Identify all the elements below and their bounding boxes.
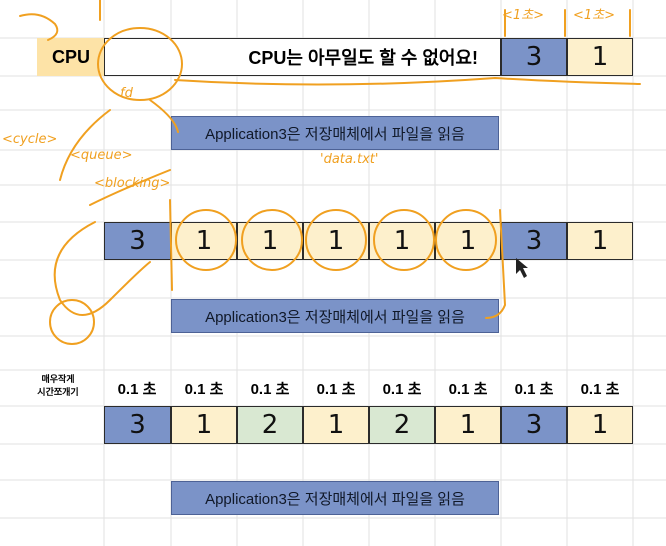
annotation-file: 'data.txt' [320,152,379,167]
row2-cell: 3 [501,222,567,260]
row3-cell: 1 [303,406,369,444]
row1-cell-app1: 1 [567,38,633,76]
annotation-fd: fd [120,86,133,101]
cpu-label: CPU [37,38,105,76]
time-slicing-label: 매우작게 시간쪼개기 [18,374,98,400]
application-note-1: Application3은 저장매체에서 파일을 읽음 [171,116,499,150]
time-tick: 0.1 초 [580,381,620,398]
time-slicing-label-line1: 매우작게 [41,375,75,385]
cpu-idle-message: CPU는 아무일도 할 수 없어요! [104,38,501,76]
annotation-seconds-2: <1초> [573,8,616,23]
row3-cell: 2 [237,406,303,444]
time-tick: 0.1 초 [316,381,356,398]
row3-cell: 3 [501,406,567,444]
application-note-3: Application3은 저장매체에서 파일을 읽음 [171,481,499,515]
row2-cell: 1 [303,222,369,260]
row2-cell: 3 [104,222,171,260]
row3-cell: 1 [435,406,501,444]
row2-cell: 1 [171,222,237,260]
application-note-2: Application3은 저장매체에서 파일을 읽음 [171,299,499,333]
row3-cell: 3 [104,406,171,444]
annotation-blocking: <blocking> [94,176,171,191]
time-tick: 0.1 초 [184,381,224,398]
time-tick: 0.1 초 [514,381,554,398]
row3-cell: 1 [171,406,237,444]
time-tick: 0.1 초 [448,381,488,398]
row2-cell: 1 [567,222,633,260]
row3-cell: 1 [567,406,633,444]
row2-cell: 1 [369,222,435,260]
row2-cell: 1 [435,222,501,260]
time-tick: 0.1 초 [250,381,290,398]
time-tick: 0.1 초 [382,381,422,398]
annotation-seconds-1: <1초> [502,8,545,23]
time-tick: 0.1 초 [117,381,157,398]
annotation-queue: <queue> [70,148,133,163]
row3-cell: 2 [369,406,435,444]
time-slicing-label-line2: 시간쪼개기 [37,388,79,398]
row2-cell: 1 [237,222,303,260]
row1-cell-app3: 3 [501,38,567,76]
annotation-cycle: <cycle> [2,132,58,147]
